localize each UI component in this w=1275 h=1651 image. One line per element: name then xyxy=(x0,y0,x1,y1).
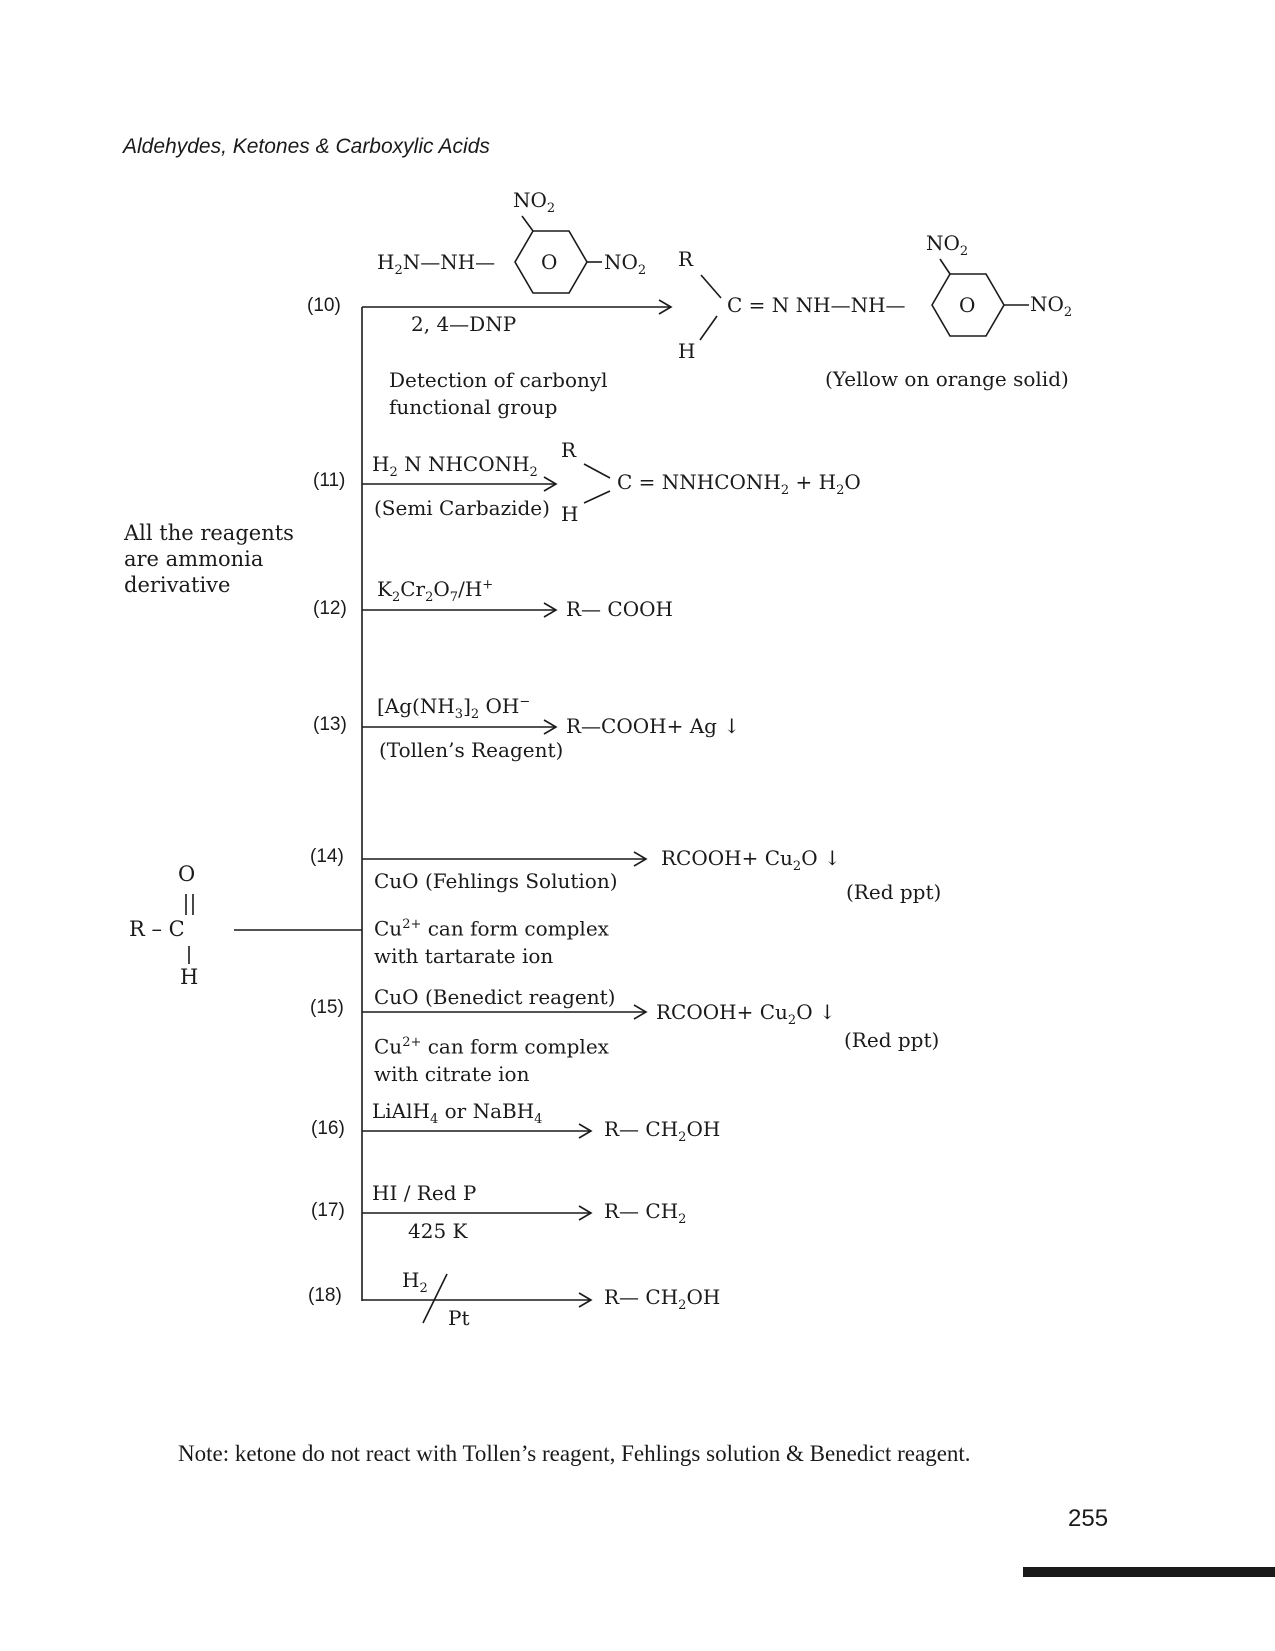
reaction-number: (15) xyxy=(310,997,344,1018)
side-note-line: All the reagents xyxy=(124,521,294,545)
reagent-name: (Tollen’s Reagent) xyxy=(379,738,564,762)
reaction-number: (10) xyxy=(307,295,341,316)
product-no2-top: NO2 xyxy=(926,231,969,259)
complex-note: Cu2+ can form complex with citrate ion xyxy=(374,1034,609,1086)
product-r: R xyxy=(678,247,694,271)
reagent-dichromate: K2Cr2O7/H+ xyxy=(377,577,494,605)
reagent-hydrazine: H2N—NH— xyxy=(377,250,496,278)
product-note: (Yellow on orange solid) xyxy=(825,367,1069,391)
complex-note: Cu2+ can form complex with tartarate ion xyxy=(374,916,609,968)
product-hydrazone: C = N NH—NH— xyxy=(727,293,906,317)
catalyst: Pt xyxy=(448,1306,470,1330)
reagent-hydride: LiAlH4 or NaBH4 xyxy=(372,1099,543,1127)
product-semicarbazone: C = NNHCONH2 + H2O xyxy=(617,470,861,498)
ring-label: O xyxy=(959,293,976,317)
product-cu2o: RCOOH+ Cu2O ↓ xyxy=(656,1000,836,1028)
product-no2-right: NO2 xyxy=(1030,292,1073,320)
reagent-benedict: CuO (Benedict reagent) xyxy=(374,985,616,1009)
substrate-oxygen: O xyxy=(178,862,196,886)
side-note-line: are ammonia xyxy=(124,547,264,571)
product-alkane: R— CH2 xyxy=(604,1199,687,1227)
ring-label: O xyxy=(541,250,558,274)
product-alcohol: R— CH2OH xyxy=(604,1117,721,1145)
product-note: (Red ppt) xyxy=(844,1028,940,1052)
reaction-number: (14) xyxy=(310,846,344,867)
substrate-hydrogen: H xyxy=(180,965,199,989)
reaction-number: (17) xyxy=(311,1200,345,1221)
reaction-number: (11) xyxy=(313,470,346,491)
product-acid-silver: R—COOH+ Ag ↓ xyxy=(566,714,741,738)
product-alcohol: R— CH2OH xyxy=(604,1285,721,1313)
product-h: H xyxy=(678,339,696,363)
page-header: Aldehydes, Ketones & Carboxylic Acids xyxy=(123,135,490,158)
reaction-number: (16) xyxy=(311,1118,345,1139)
product-r: R xyxy=(561,438,577,462)
product-note: (Red ppt) xyxy=(846,880,942,904)
reagent-hi: HI / Red P xyxy=(372,1181,477,1205)
reaction-number: (13) xyxy=(313,714,347,735)
reagent-no2-top: NO2 xyxy=(513,188,556,216)
product-acid: R— COOH xyxy=(566,597,673,621)
page-number: 255 xyxy=(1068,1505,1109,1532)
product-h: H xyxy=(561,502,579,526)
reaction-description: Detection of carbonyl functional group xyxy=(389,368,608,419)
reagent-fehlings: CuO (Fehlings Solution) xyxy=(374,869,618,893)
reaction-number: (18) xyxy=(308,1285,342,1306)
reagent-name: (Semi Carbazide) xyxy=(374,496,550,520)
substrate-rc: R – C xyxy=(129,917,185,941)
reagent-semicarbazide: H2 N NHCONH2 xyxy=(372,452,538,480)
footnote: Note: ketone do not react with Tollen’s … xyxy=(178,1441,971,1466)
reaction-condition: 425 K xyxy=(408,1219,468,1243)
reaction-number: (12) xyxy=(313,598,347,619)
reagent-name: 2, 4—DNP xyxy=(411,312,517,336)
side-note: All the reagents are ammonia derivative xyxy=(124,520,294,598)
reagent-tollens: [Ag(NH3]2 OH− xyxy=(377,694,531,722)
product-cu2o: RCOOH+ Cu2O ↓ xyxy=(661,846,841,874)
side-note-line: derivative xyxy=(124,573,231,597)
reagent-hydrogen: H2 xyxy=(402,1268,428,1296)
footer-bar xyxy=(1023,1567,1275,1577)
reagent-no2-right: NO2 xyxy=(604,250,647,278)
